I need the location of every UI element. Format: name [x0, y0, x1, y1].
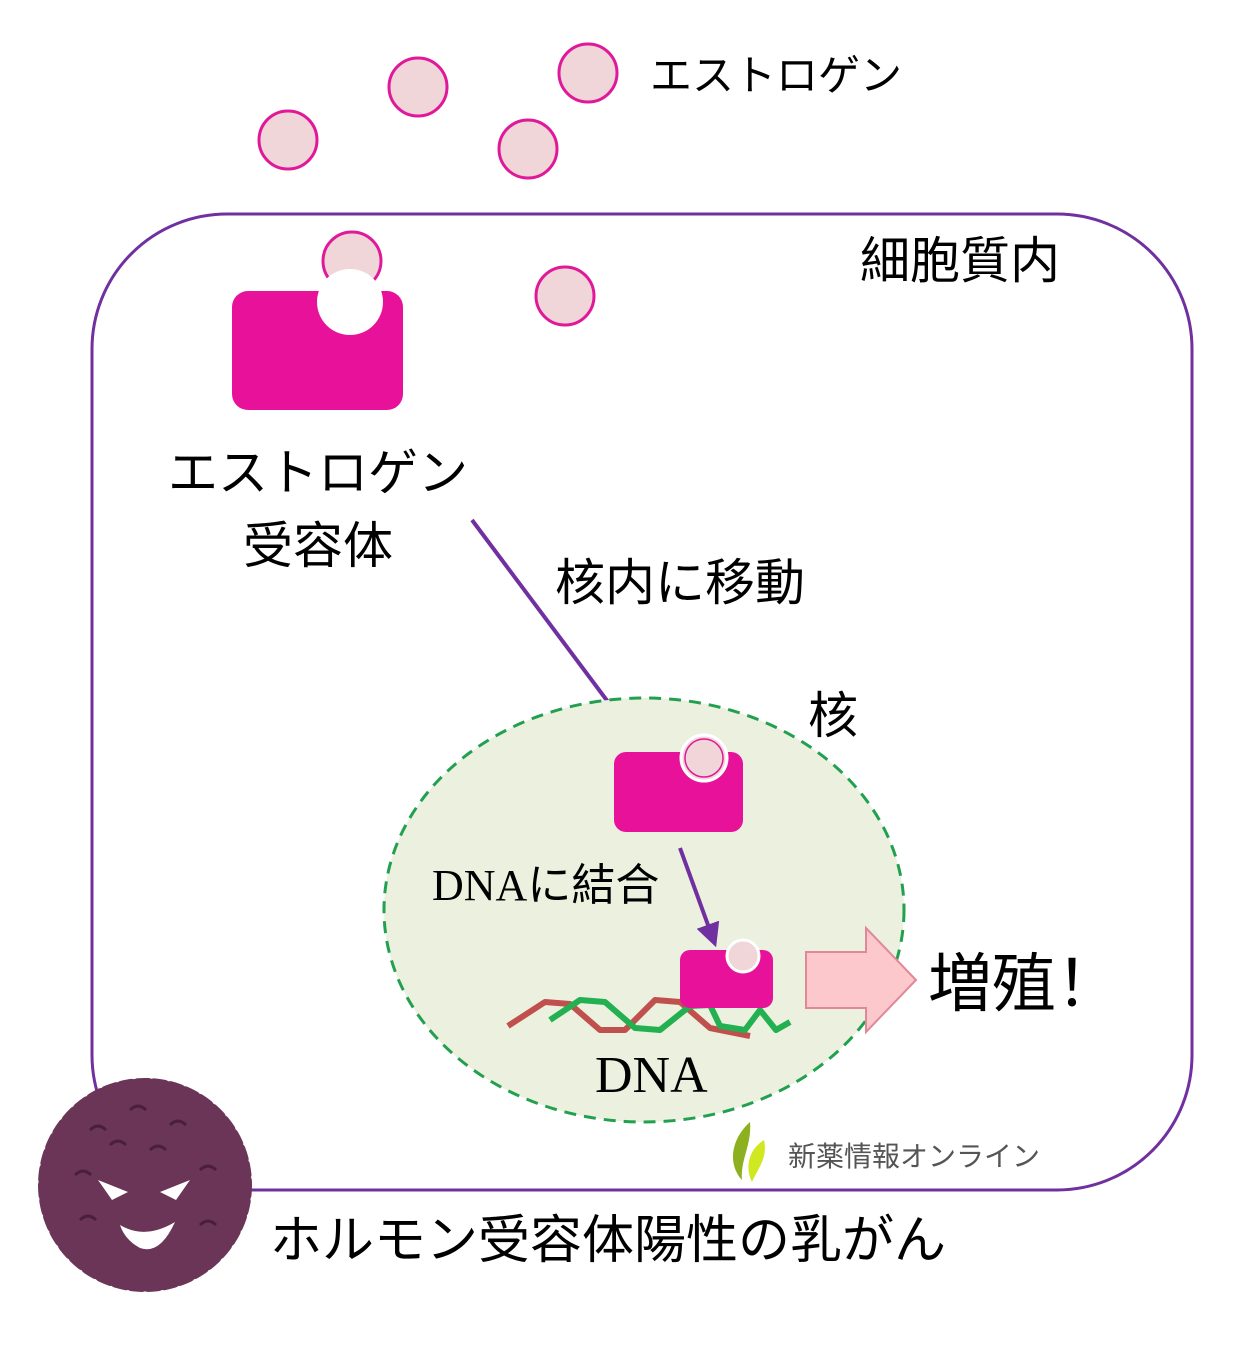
estrogen-molecule: [497, 118, 559, 180]
cell-membrane: [90, 212, 1194, 1192]
logo-text: 新薬情報オンライン: [788, 1140, 1040, 1173]
proliferation-arrow: [805, 925, 918, 1035]
proliferation-label: 増殖！: [928, 948, 1120, 1022]
dna-label: DNA: [595, 1047, 708, 1104]
bind-dna-label: DNAに結合: [432, 861, 659, 910]
cancer-cell-icon: [38, 1078, 252, 1292]
estrogen-receptor: [232, 269, 403, 410]
move-label: 核内に移動: [555, 554, 805, 612]
nucleus-label: 核: [808, 687, 858, 745]
move-arrow: [470, 518, 634, 736]
receptor-label-line1: エストロゲン: [168, 444, 468, 502]
nucleus: [382, 696, 906, 1124]
receptor-label-line2: 受容体: [243, 517, 393, 575]
estrogen-molecule: [534, 265, 596, 327]
estrogen-molecule: [557, 42, 619, 104]
estrogen-molecule: [257, 109, 319, 171]
estrogen-molecules: [257, 42, 619, 180]
estrogen-molecule: [387, 56, 449, 118]
estrogen-label: エストロゲン: [650, 51, 902, 100]
logo-leaf-icon: [732, 1122, 765, 1182]
cytoplasm-label: 細胞質内: [860, 232, 1060, 290]
dna-bound-receptor: [680, 938, 773, 1008]
bind-arrow: [678, 847, 720, 948]
bound-receptor: [614, 733, 743, 832]
diagram-title: ホルモン受容体陽性の乳がん: [270, 1211, 946, 1271]
